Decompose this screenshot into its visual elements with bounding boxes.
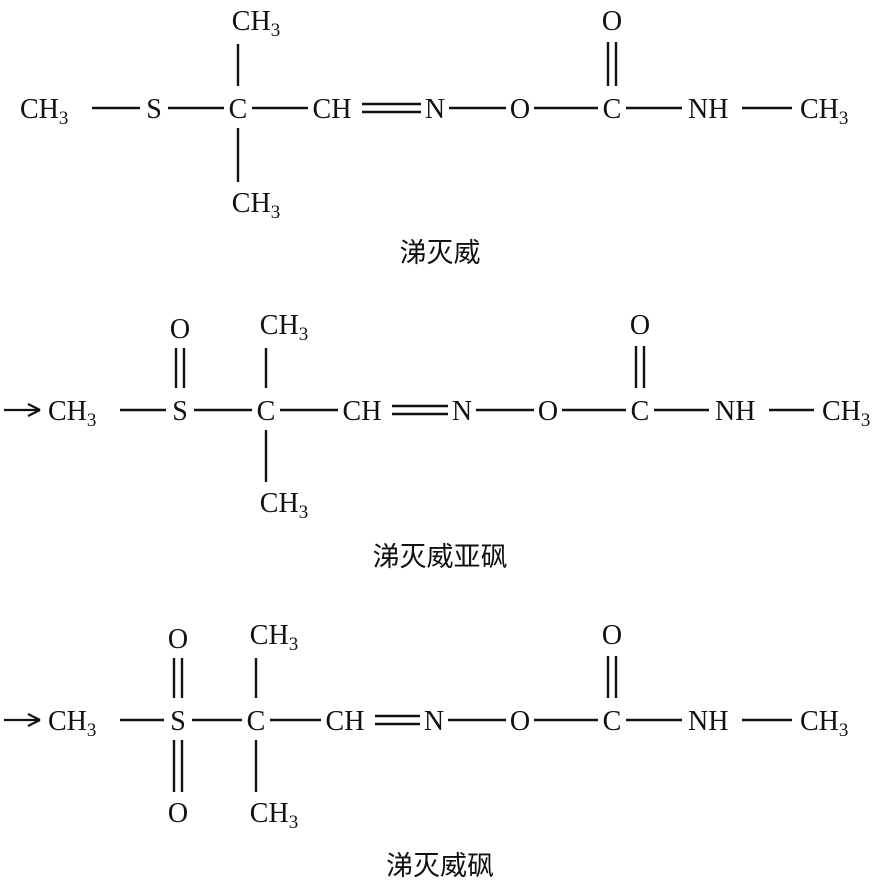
methyl-bottom-label: CH3 xyxy=(232,188,280,223)
carbonyl-carbon-label: C xyxy=(631,396,650,427)
methine-label: CH xyxy=(313,94,352,125)
methyl-n-label: CH3 xyxy=(800,706,848,741)
quaternary-carbon-label: C xyxy=(229,94,248,125)
carbonyl-carbon-label: C xyxy=(603,706,622,737)
methyl-top-label: CH3 xyxy=(250,620,298,655)
methyl-s-label: CH3 xyxy=(48,396,96,431)
imine-nitrogen-label: N xyxy=(424,706,444,737)
imine-nitrogen-label: N xyxy=(452,396,472,427)
sulfur-label: S xyxy=(146,94,162,125)
carbonyl-oxygen-label: O xyxy=(602,6,622,37)
entry-arrow-icon xyxy=(4,713,41,727)
amide-nh-label: NH xyxy=(688,706,728,737)
sulfoxide-oxygen-label: O xyxy=(168,624,188,655)
sulfone-oxygen-label: O xyxy=(168,798,188,829)
oxime-oxygen-label: O xyxy=(510,94,530,125)
entry-arrow-icon xyxy=(4,403,41,417)
sulfur-label: S xyxy=(172,396,188,427)
sulfur-label: S xyxy=(170,706,186,737)
compound-name-caption: 涕灭威亚砜 xyxy=(373,542,508,573)
methine-label: CH xyxy=(326,706,365,737)
oxime-oxygen-label: O xyxy=(510,706,530,737)
methyl-s-label: CH3 xyxy=(48,706,96,741)
compound-name-caption: 涕灭威砜 xyxy=(386,851,494,882)
carbonyl-carbon-label: C xyxy=(603,94,622,125)
methyl-top-label: CH3 xyxy=(232,6,280,41)
amide-nh-label: NH xyxy=(688,94,728,125)
methyl-top-label: CH3 xyxy=(260,310,308,345)
oxime-oxygen-label: O xyxy=(538,396,558,427)
compound-name-caption: 涕灭威 xyxy=(400,238,481,269)
sulfoxide-oxygen-label: O xyxy=(170,314,190,345)
methyl-bottom-label: CH3 xyxy=(260,488,308,523)
amide-nh-label: NH xyxy=(715,396,755,427)
methyl-bottom-label: CH3 xyxy=(250,798,298,833)
quaternary-carbon-label: C xyxy=(257,396,276,427)
methyl-n-label: CH3 xyxy=(822,396,870,431)
imine-nitrogen-label: N xyxy=(425,94,445,125)
methyl-s-label: CH3 xyxy=(20,94,68,129)
quaternary-carbon-label: C xyxy=(247,706,266,737)
carbonyl-oxygen-label: O xyxy=(602,620,622,651)
carbonyl-oxygen-label: O xyxy=(630,310,650,341)
methine-label: CH xyxy=(343,396,382,427)
methyl-n-label: CH3 xyxy=(800,94,848,129)
